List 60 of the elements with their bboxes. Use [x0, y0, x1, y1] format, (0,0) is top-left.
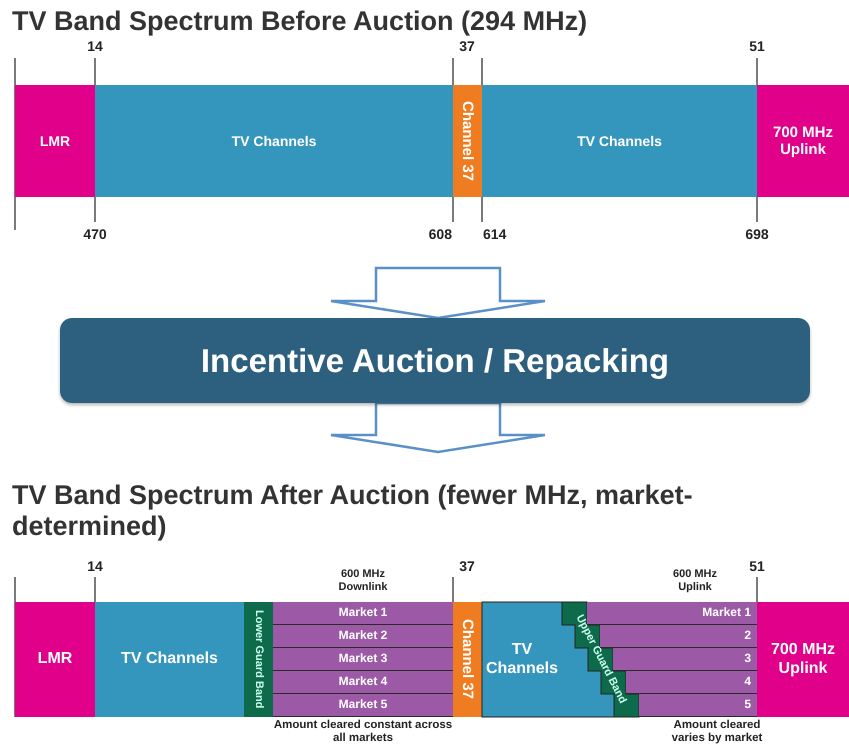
- tick-label: 51: [748, 558, 766, 574]
- spectrum-band: [15, 602, 95, 717]
- tick-label: 608: [428, 226, 452, 242]
- spectrum-band: [15, 85, 95, 197]
- tick-label: 37: [458, 558, 476, 574]
- market-band: [273, 602, 453, 625]
- band-label: Lower Guard Band: [252, 610, 265, 709]
- band-label: Market 1: [338, 606, 388, 620]
- band-label: Market 1: [702, 606, 751, 620]
- tick-label: 14: [86, 558, 104, 574]
- guard-band: [244, 602, 273, 717]
- band-label: Channel 37: [458, 100, 476, 182]
- spectrum-band: [453, 602, 482, 717]
- arrow: [330, 402, 546, 454]
- spectrum-band: [757, 602, 849, 717]
- arrow: [330, 266, 546, 320]
- tick-label: 698: [744, 226, 770, 242]
- band-label: 2: [744, 629, 751, 643]
- market-band: [626, 671, 757, 694]
- market-band: [273, 648, 453, 671]
- band-label: Channel 37: [458, 619, 476, 700]
- band-label: 3: [744, 652, 751, 666]
- tick-label: 470: [82, 226, 108, 242]
- band-label: TV Channels: [121, 650, 218, 669]
- band-label: 700 MHz Uplink: [772, 124, 834, 158]
- tick-label: 51: [748, 38, 766, 54]
- spectrum-band: [95, 602, 244, 717]
- band-label: Market 5: [338, 698, 388, 712]
- spectrum-band: [482, 85, 757, 197]
- market-band: [273, 694, 453, 717]
- band-label: LMR: [38, 650, 72, 669]
- band-label: 4: [744, 675, 751, 689]
- market-band: [273, 671, 453, 694]
- tick-label: 37: [458, 38, 476, 54]
- band-label: Market 3: [338, 652, 388, 666]
- note: Amount cleared varies by market: [670, 719, 764, 746]
- market-band: [639, 694, 757, 717]
- note: Amount cleared constant across all markets: [272, 719, 454, 746]
- band-label: 5: [744, 698, 751, 712]
- process-box: [60, 318, 810, 403]
- band-note: 600 MHz Uplink: [672, 568, 718, 594]
- market-band: [273, 625, 453, 648]
- process-label: Incentive Auction / Repacking: [200, 342, 670, 380]
- band-label: Market 4: [338, 675, 388, 689]
- spectrum-band: [95, 85, 453, 197]
- band-label: LMR: [40, 132, 70, 150]
- tick-label: 14: [86, 38, 104, 54]
- market-band: [613, 648, 757, 671]
- band-label: TV Channels: [232, 132, 316, 150]
- band-label: 700 MHz Uplink: [770, 641, 836, 678]
- band-label: TV Channels: [577, 132, 662, 150]
- market-band: [600, 625, 757, 648]
- band-note: 600 MHz Downlink: [338, 568, 388, 594]
- spectrum-band: [453, 85, 482, 197]
- title: TV Band Spectrum Before Auction (294 MHz): [12, 6, 588, 38]
- spectrum-band: [757, 85, 849, 197]
- tick-label: 614: [483, 226, 508, 242]
- band-label: Market 2: [338, 629, 388, 643]
- band-label: TV Channels: [484, 641, 559, 678]
- title: TV Band Spectrum After Auction (fewer MHz, market-determined): [12, 480, 694, 542]
